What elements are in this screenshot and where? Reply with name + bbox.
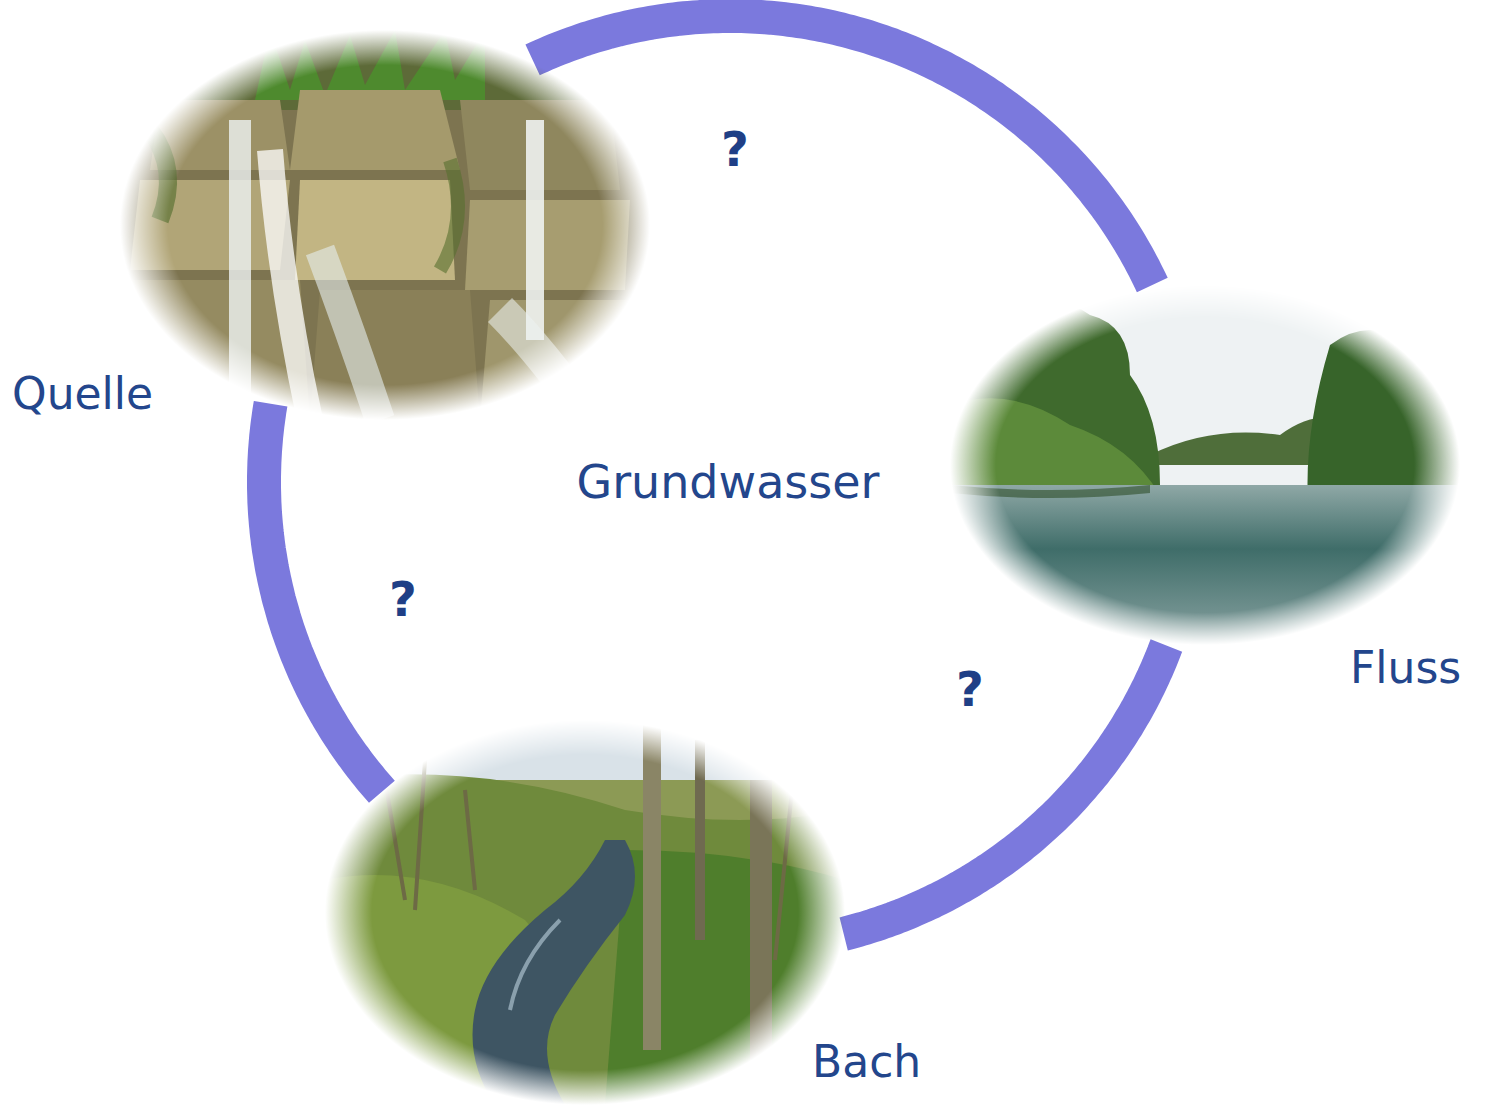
question-mark: ? (389, 571, 417, 629)
spring-node: Quelle (120, 30, 650, 420)
question-mark: ? (956, 661, 984, 719)
ring-arc (844, 646, 1167, 934)
center-label: Grundwasser (576, 455, 879, 510)
river-node: Fluss (950, 285, 1460, 645)
node-label: Bach (812, 1036, 921, 1089)
node-label: Fluss (1350, 642, 1461, 695)
node-label: Quelle (12, 368, 153, 421)
creek-node: Bach (325, 720, 845, 1105)
river-photo (950, 285, 1460, 645)
question-mark: ? (721, 121, 749, 179)
spring-photo (120, 30, 650, 420)
creek-photo (325, 720, 845, 1105)
